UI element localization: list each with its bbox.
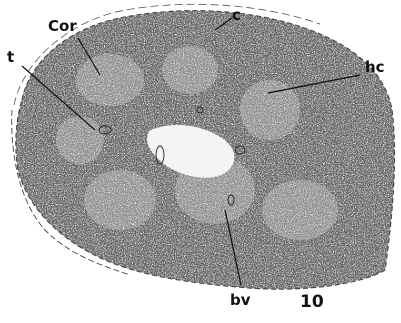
label-hc: hc	[365, 58, 385, 76]
label-t: t	[7, 48, 14, 66]
label-cor: Cor	[48, 17, 77, 35]
label-bv: bv	[230, 291, 251, 309]
label-c: c	[232, 6, 241, 24]
figure-number: 10	[300, 292, 324, 312]
